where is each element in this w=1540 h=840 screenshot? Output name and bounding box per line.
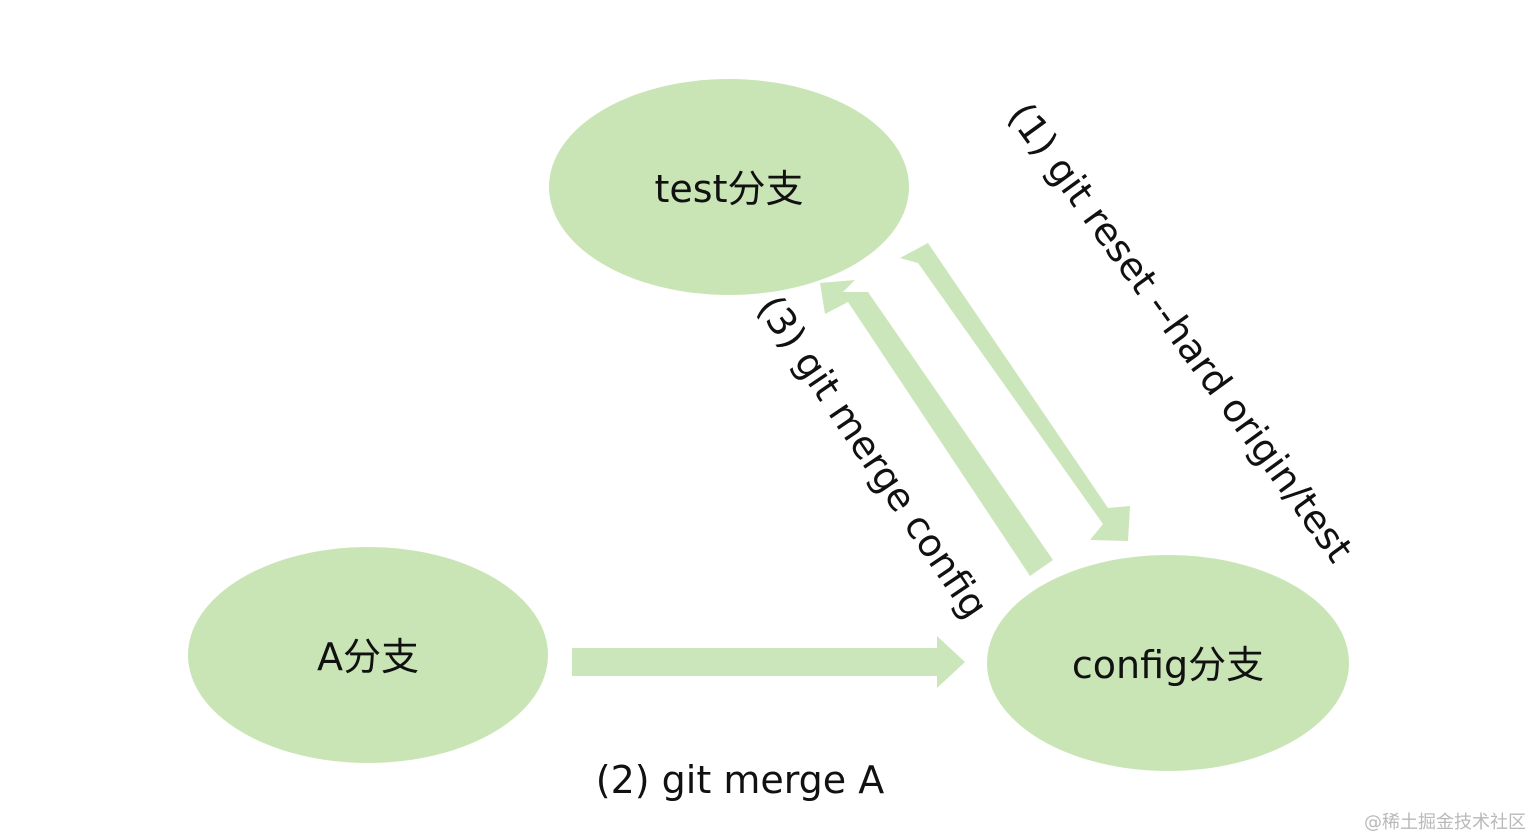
arrow-test-to-config	[900, 243, 1130, 541]
node-test-branch	[549, 79, 909, 295]
node-test-label: test分支	[655, 167, 804, 211]
edge-label-reset: (1) git reset --hard origin/test	[999, 95, 1361, 571]
node-a-label: A分支	[317, 635, 419, 679]
node-config-branch	[987, 555, 1349, 771]
node-a-branch	[188, 547, 548, 763]
edge-label-merge-a: (2) git merge A	[596, 758, 885, 802]
node-config-label: config分支	[1072, 643, 1264, 687]
arrow-config-to-test	[820, 280, 1053, 576]
arrow-a-to-config	[572, 636, 965, 688]
watermark: @稀土掘金技术社区	[1364, 812, 1526, 833]
